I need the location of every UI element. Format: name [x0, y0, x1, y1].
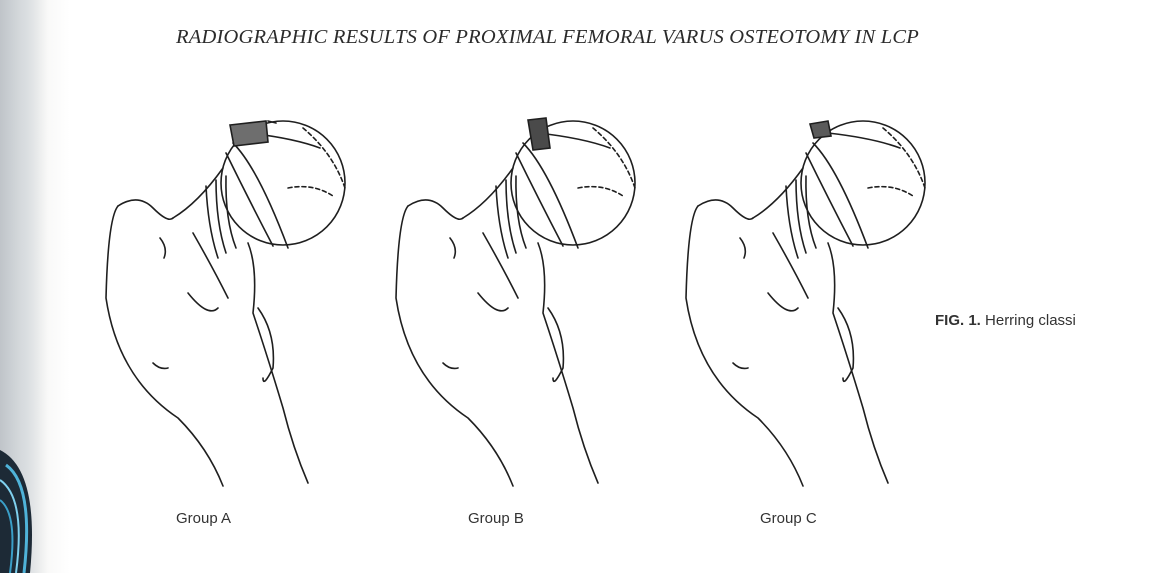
femur-drawing-group-a — [98, 108, 358, 488]
femur-drawing-group-c — [678, 108, 938, 488]
group-c-label: Group C — [760, 510, 817, 527]
femur-drawing-group-b — [388, 108, 648, 488]
figure-label: FIG. 1. — [935, 312, 981, 329]
figure-caption-text: Herring classi — [985, 312, 1076, 329]
running-head: RADIOGRAPHIC RESULTS OF PROXIMAL FEMORAL… — [176, 26, 1151, 49]
figure-caption: FIG. 1. Herring classi — [935, 312, 1076, 329]
group-a-label: Group A — [176, 510, 231, 527]
corner-swirl-decoration — [0, 430, 60, 573]
group-b-label: Group B — [468, 510, 524, 527]
